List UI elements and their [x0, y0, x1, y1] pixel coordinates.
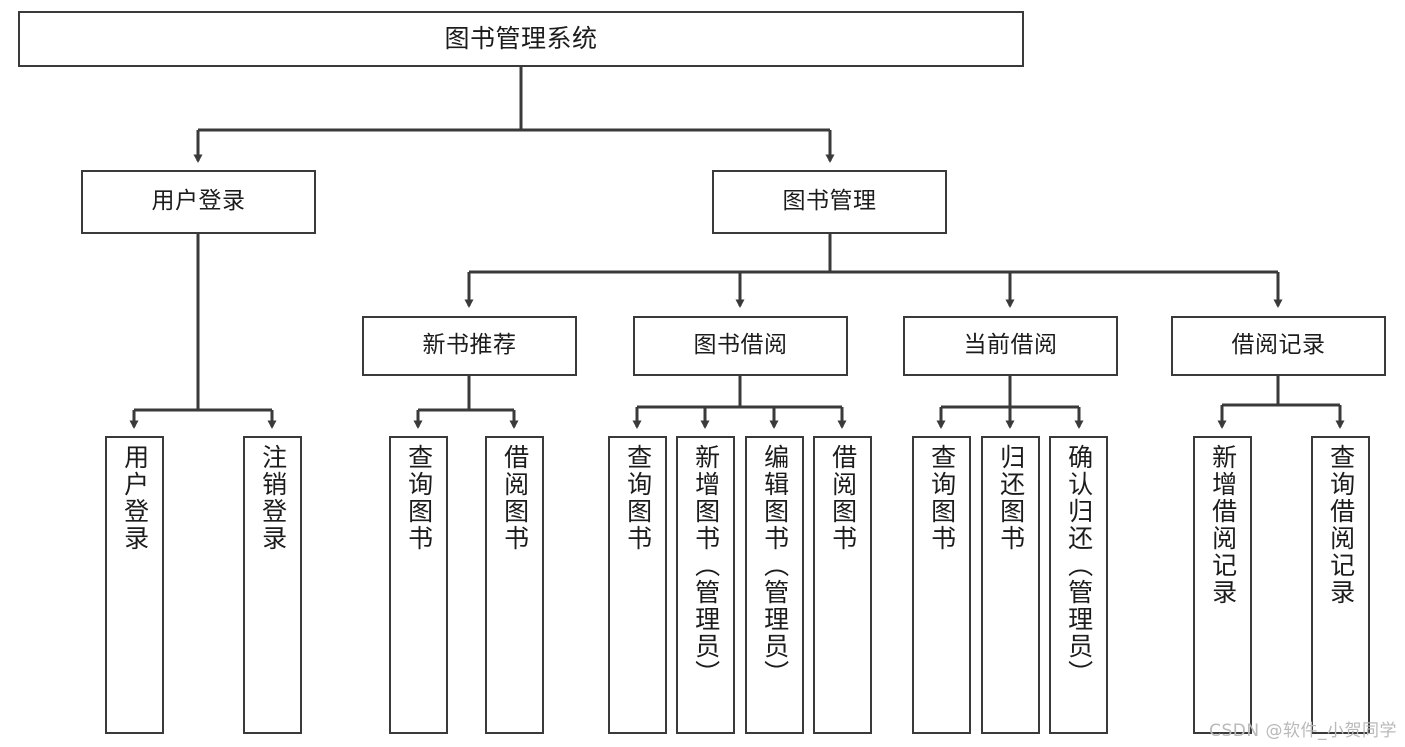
leaf-edit-book-admin[interactable]: 编辑图书（管理员）: [745, 436, 804, 734]
node-label: 查询图书: [623, 444, 653, 552]
node-label: 借阅图书: [500, 444, 530, 552]
leaf-user-login[interactable]: 用户登录: [105, 436, 164, 734]
node-label: 图书借阅: [693, 332, 788, 359]
node-label: 用户登录: [120, 444, 150, 552]
leaf-query-book-borrow[interactable]: 查询图书: [608, 436, 667, 734]
node-label: 借阅图书: [828, 444, 858, 552]
leaf-add-borrow-record[interactable]: 新增借阅记录: [1193, 436, 1252, 734]
edges-current-borrow-to-leaves: [936, 376, 1084, 429]
node-label: 新增借阅记录: [1208, 444, 1238, 606]
leaf-query-borrow-record[interactable]: 查询借阅记录: [1311, 436, 1370, 734]
leaf-borrow-book-recommend[interactable]: 借阅图书: [485, 436, 544, 734]
node-label: 当前借阅: [963, 332, 1058, 359]
node-label: 借阅记录: [1231, 332, 1326, 359]
node-user-login[interactable]: 用户登录: [81, 170, 316, 234]
node-label: 图书管理系统: [444, 24, 598, 54]
leaf-return-book[interactable]: 归还图书: [981, 436, 1040, 734]
node-label: 图书管理: [782, 188, 877, 215]
node-label: 归还图书: [996, 444, 1026, 552]
node-label: 编辑图书（管理员）: [760, 444, 790, 687]
node-book-borrow[interactable]: 图书借阅: [633, 316, 848, 376]
node-root-system[interactable]: 图书管理系统: [18, 11, 1024, 67]
node-new-book-recommend[interactable]: 新书推荐: [362, 316, 577, 376]
node-borrow-record[interactable]: 借阅记录: [1171, 316, 1386, 376]
edges-borrow-record-to-leaves: [1217, 376, 1345, 429]
edges-book-borrow-to-leaves: [632, 376, 847, 429]
leaf-query-book-current[interactable]: 查询图书: [912, 436, 971, 734]
edges-root-to-level2: [193, 67, 835, 163]
node-current-borrow[interactable]: 当前借阅: [903, 316, 1118, 376]
node-label: 注销登录: [258, 444, 288, 552]
node-label: 查询图书: [927, 444, 957, 552]
node-label: 新书推荐: [422, 332, 517, 359]
leaf-confirm-return-admin[interactable]: 确认归还（管理员）: [1049, 436, 1108, 734]
node-label: 查询图书: [404, 444, 434, 552]
leaf-logout[interactable]: 注销登录: [243, 436, 302, 734]
edges-user-login-to-leaves: [129, 234, 277, 429]
node-label: 新增图书（管理员）: [691, 444, 721, 687]
node-book-management[interactable]: 图书管理: [712, 170, 947, 234]
node-label: 确认归还（管理员）: [1064, 444, 1094, 687]
leaf-query-book-recommend[interactable]: 查询图书: [389, 436, 448, 734]
edges-level2-to-level3: [464, 234, 1283, 308]
csdn-watermark: CSDN @软件_小贺同学: [1209, 721, 1397, 741]
node-label: 用户登录: [151, 188, 246, 215]
edges-new-book-to-leaves: [413, 376, 519, 429]
node-label: 查询借阅记录: [1326, 444, 1356, 606]
leaf-add-book-admin[interactable]: 新增图书（管理员）: [676, 436, 735, 734]
leaf-borrow-book[interactable]: 借阅图书: [813, 436, 872, 734]
